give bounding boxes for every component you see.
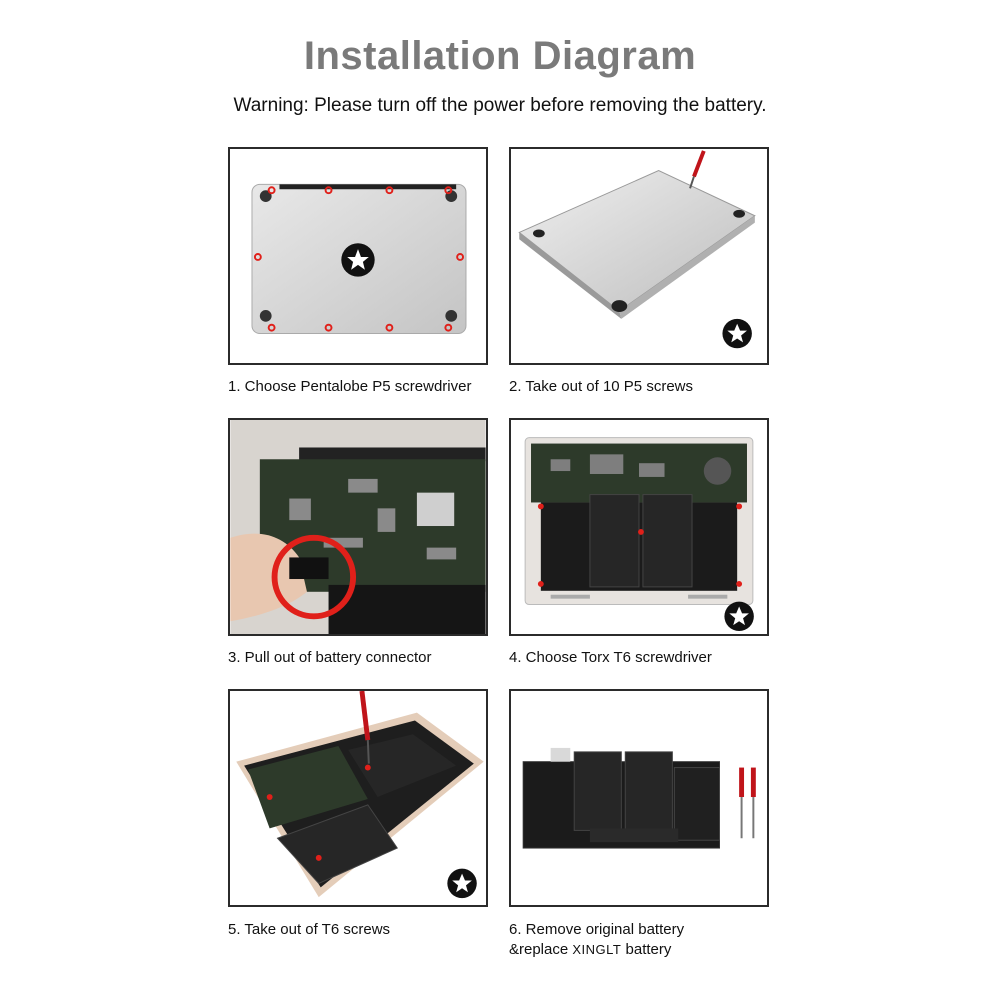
torx-icon [724, 601, 754, 632]
step-2-caption: 2. Take out of 10 P5 screws [509, 378, 693, 395]
pentalobe-icon [341, 243, 375, 277]
step-6-caption-line1: 6. Remove original battery [509, 921, 685, 938]
step-5-image [228, 689, 488, 907]
step-4-caption: 4. Choose Torx T6 screwdriver [509, 649, 712, 666]
brand-name: XINGLT [572, 942, 622, 957]
screwdriver-icon [689, 150, 706, 189]
screwdriver-icon [739, 767, 756, 839]
step-2-image [509, 147, 769, 365]
page-title: Installation Diagram [303, 34, 697, 78]
step-6-caption: 6. Remove original battery &replace XING… [509, 920, 684, 960]
step-1-caption: 1. Choose Pentalobe P5 screwdriver [228, 378, 472, 395]
step-5-caption: 5. Take out of T6 screws [228, 921, 391, 938]
screwdriver-icon [359, 691, 371, 764]
warning-text: Warning: Please turn off the power befor… [233, 95, 767, 116]
laptop-bottom-illustration [251, 183, 467, 335]
step-3-caption: 3. Pull out of battery connector [228, 649, 432, 666]
step-3-image [228, 418, 488, 636]
t6-screws-illustration [236, 691, 484, 899]
torx-icon [447, 868, 477, 899]
step-1-image [228, 147, 488, 365]
step-6-caption-suffix: battery [621, 941, 672, 958]
open-laptop-illustration [524, 437, 754, 632]
step-4-image [509, 418, 769, 636]
replacement-battery-illustration [522, 747, 756, 849]
pentalobe-icon [722, 318, 752, 349]
step-6-caption-line2: &replace XINGLT battery [509, 940, 684, 960]
step-6-image [509, 689, 769, 907]
laptop-screws-illustration [518, 150, 756, 349]
battery-connector-illustration [230, 420, 486, 634]
step-6-caption-prefix: &replace [509, 941, 573, 958]
